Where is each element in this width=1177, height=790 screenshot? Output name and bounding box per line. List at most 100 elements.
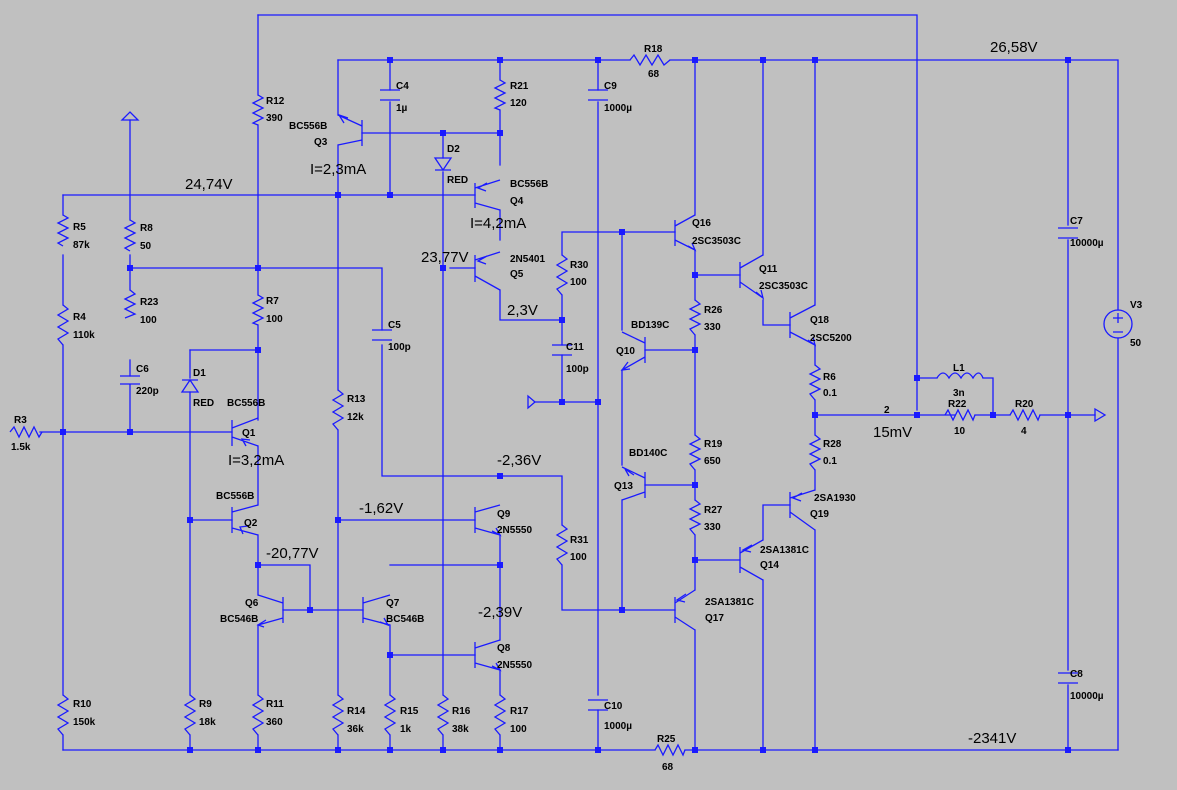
label-q10-ref: Q10	[616, 346, 635, 357]
label-q17-ref: Q17	[705, 613, 724, 624]
output-node-label: 2	[884, 405, 890, 416]
capacitor-c5-symbol	[372, 329, 392, 341]
label-r11-value: 360	[266, 717, 283, 728]
q8-voltage: -2,39V	[478, 604, 522, 621]
label-r20-ref: R20	[1015, 399, 1034, 410]
transistor-q6-symbol	[256, 594, 284, 628]
label-r19-value: 650	[704, 456, 721, 467]
resistor-r3-symbol	[9, 425, 43, 439]
transistor-q16-symbol	[674, 214, 697, 252]
label-r5-ref: R5	[73, 222, 86, 233]
label-r11-ref: R11	[266, 699, 284, 710]
label-r7-ref: R7	[266, 296, 279, 307]
label-q11-ref: Q11	[759, 264, 778, 275]
label-q6-ref: Q6	[245, 598, 259, 609]
label-c7-value: 10000µ	[1070, 238, 1104, 249]
capacitor-symbols	[120, 89, 1078, 711]
label-r13-ref: R13	[347, 394, 366, 405]
q9-base-voltage: -1,62V	[359, 500, 403, 517]
label-c10-ref: C10	[604, 701, 623, 712]
label-r3-ref: R3	[14, 415, 27, 426]
label-r22-value: 10	[954, 426, 966, 437]
label-r27-ref: R27	[704, 505, 723, 516]
label-c11-ref: C11	[566, 342, 584, 353]
capacitor-c8-symbol	[1058, 672, 1078, 684]
label-v3-value: 50	[1130, 338, 1142, 349]
label-q2-ref: Q2	[244, 518, 258, 529]
label-q11-value: 2SC3503C	[759, 281, 808, 292]
label-c6-ref: C6	[136, 364, 149, 375]
label-r7-value: 100	[266, 314, 283, 325]
label-r16-ref: R16	[452, 706, 471, 717]
label-r21-ref: R21	[510, 81, 529, 92]
resistor-r7-symbol	[251, 294, 265, 326]
transistor-symbols	[231, 113, 817, 672]
label-c5-ref: C5	[388, 320, 401, 331]
diode-symbols	[180, 157, 453, 393]
transistor-q19-symbol	[789, 489, 816, 531]
resistor-r13-symbol	[331, 389, 345, 431]
label-r21-value: 120	[510, 98, 527, 109]
q3-current: I=2,3mA	[310, 161, 366, 178]
resistor-r21-symbol	[493, 79, 507, 111]
label-d1-ref: D1	[193, 368, 206, 379]
label-q14-ref: Q14	[760, 560, 779, 571]
transistor-q14-symbol	[739, 539, 764, 581]
label-r12-value: 390	[266, 113, 283, 124]
label-r8-value: 50	[140, 241, 152, 252]
label-r18-ref: R18	[644, 44, 663, 55]
label-r27-value: 330	[704, 522, 721, 533]
label-c8-ref: C8	[1070, 669, 1083, 680]
label-r6-value: 0.1	[823, 388, 837, 399]
ground-arrow-icon	[527, 394, 536, 410]
label-q18-ref: Q18	[810, 315, 829, 326]
resistor-r16-symbol	[436, 694, 450, 736]
label-q8-value: 2N5550	[497, 660, 532, 671]
supply-arrow-icon	[120, 111, 140, 121]
transistor-q10-symbol	[620, 331, 646, 371]
resistor-r4-symbol	[56, 304, 70, 346]
label-v3-ref: V3	[1130, 300, 1143, 311]
label-r8-ref: R8	[140, 223, 153, 234]
label-c5-value: 100p	[388, 342, 411, 353]
label-q14-value: 2SA1381C	[760, 545, 809, 556]
label-r31-value: 100	[570, 552, 587, 563]
label-r25-value: 68	[662, 762, 674, 773]
label-r10-value: 150k	[73, 717, 96, 728]
resistor-r28-symbol	[808, 434, 822, 471]
diode-d2-symbol	[433, 157, 453, 172]
resistor-r25-symbol	[654, 743, 686, 757]
resistor-r5-symbol	[56, 214, 70, 247]
transistor-q2-symbol	[231, 504, 259, 536]
resistor-r27-symbol	[688, 499, 702, 536]
transistor-q13-symbol	[621, 466, 646, 501]
label-r9-ref: R9	[199, 699, 212, 710]
label-q4-value: BC556B	[510, 179, 548, 190]
voltage-source-v3-symbol	[1103, 309, 1133, 339]
resistor-r9-symbol	[183, 694, 197, 736]
label-q16-ref: Q16	[692, 218, 711, 229]
inductor-l1-symbol	[936, 372, 984, 380]
label-c4-value: 1µ	[396, 103, 408, 114]
resistor-r18-symbol	[629, 53, 671, 67]
label-q3-value: BC556B	[289, 121, 327, 132]
label-d2-value: RED	[447, 175, 468, 186]
diode-d1-symbol	[180, 378, 200, 393]
label-c4-ref: C4	[396, 81, 409, 92]
resistor-r26-symbol	[688, 299, 702, 336]
label-r13-value: 12k	[347, 412, 364, 423]
label-r9-value: 18k	[199, 717, 216, 728]
pos-rail-voltage: 26,58V	[990, 39, 1038, 56]
label-r16-value: 38k	[452, 724, 469, 735]
vas-voltage: 2,3V	[507, 302, 538, 319]
label-q9-value: 2N5550	[497, 525, 532, 536]
label-q16-value: 2SC3503C	[692, 236, 741, 247]
label-r20-value: 4	[1021, 426, 1027, 437]
resistor-r19-symbol	[688, 434, 702, 471]
label-q2-value: BC556B	[216, 491, 254, 502]
label-r19-ref: R19	[704, 439, 723, 450]
transistor-q17-symbol	[674, 589, 696, 631]
resistor-r20-symbol	[1009, 408, 1041, 422]
capacitor-c6-symbol	[120, 375, 140, 385]
label-q19-value: 2SA1930	[814, 493, 856, 504]
